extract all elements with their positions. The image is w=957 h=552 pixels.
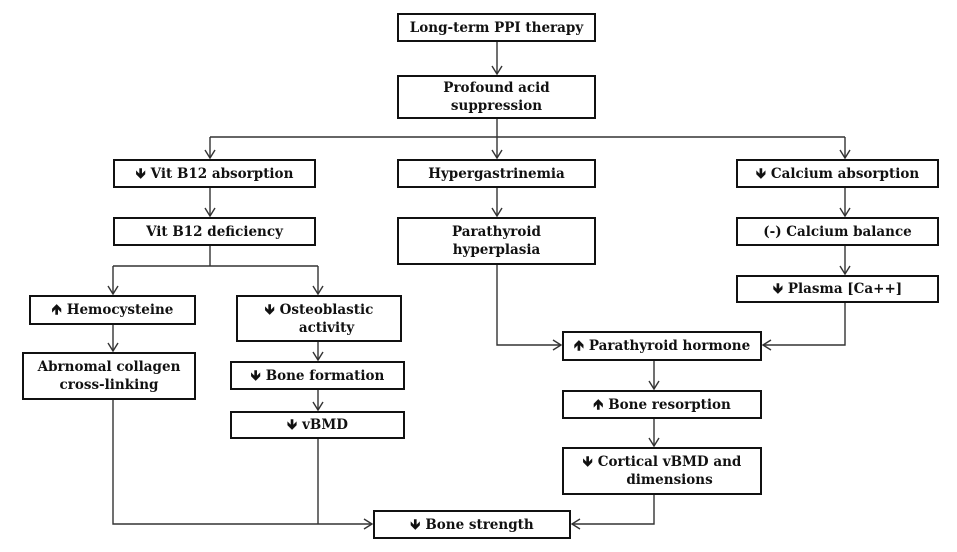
node-vit-b12-deficiency: Vit B12 deficiency xyxy=(113,217,316,246)
node-label: Bone resorption xyxy=(608,396,731,413)
node-label: Hemocysteine xyxy=(66,302,174,318)
node-label: Hypergastrinemia xyxy=(428,165,565,182)
node-hemocysteine: 🡹 Hemocysteine xyxy=(29,295,196,325)
arrow-down-icon: 🡻 xyxy=(264,302,275,318)
arrow-up-icon: 🡹 xyxy=(593,396,604,413)
arrow-down-icon: 🡻 xyxy=(250,367,261,384)
edge-collagen-strength xyxy=(112,399,374,530)
node-vit-b12-absorption: 🡻 Vit B12 absorption xyxy=(113,159,316,188)
edge-cortical-strength xyxy=(570,494,655,530)
node-label: Long-term PPI therapy xyxy=(409,19,584,36)
arrow-up-icon: 🡹 xyxy=(51,302,62,318)
node-label: Osteoblastic activity xyxy=(279,301,374,336)
node-label: Parathyroid hormone xyxy=(588,338,751,354)
node-parathyroid-hyperplasia: Parathyroid hyperplasia xyxy=(397,217,596,265)
node-cortical-vbmd-and-dimensions: 🡻 Cortical vBMD and dimensions xyxy=(562,447,762,495)
node-long-term-ppi-therapy: Long-term PPI therapy xyxy=(397,13,596,42)
node-label: vBMD xyxy=(302,417,348,433)
node-osteoblastic-activity: 🡻 Osteoblastic activity xyxy=(236,295,402,342)
node-abnormal-collagen-cross-linking: Abrnomal collagen cross-linking xyxy=(22,352,196,400)
arrow-down-icon: 🡻 xyxy=(410,516,421,533)
node-calcium-absorption: 🡻 Calcium absorption xyxy=(736,159,939,188)
node-bone-formation: 🡻 Bone formation xyxy=(230,361,405,390)
node-label: Vit B12 deficiency xyxy=(146,223,283,240)
node-parathyroid-hormone: 🡹 Parathyroid hormone xyxy=(562,331,762,361)
node-vbmd: 🡻 vBMD xyxy=(230,411,405,439)
arrow-up-icon: 🡹 xyxy=(573,338,584,354)
arrow-down-icon: 🡻 xyxy=(772,281,783,297)
node-label: Calcium absorption xyxy=(770,165,920,182)
node-bone-resorption: 🡹 Bone resorption xyxy=(562,390,762,419)
node-label: (-) Calcium balance xyxy=(763,223,912,240)
node-label: Cortical vBMD and dimensions xyxy=(597,454,742,488)
node-profound-acid-suppression: Profound acid suppression xyxy=(397,75,596,119)
node-bone-strength: 🡻 Bone strength xyxy=(373,510,571,539)
node-calcium-balance: (-) Calcium balance xyxy=(736,217,939,246)
edge-plasma-pth xyxy=(761,302,846,351)
edge-parahyp-pth xyxy=(496,264,563,351)
node-label: Plasma [Ca++] xyxy=(787,281,903,297)
arrow-down-icon: 🡻 xyxy=(582,454,593,470)
node-label: Parathyroid hyperplasia xyxy=(452,224,541,258)
node-label: Profound acid suppression xyxy=(443,80,550,114)
arrow-down-icon: 🡻 xyxy=(287,417,298,433)
arrow-down-icon: 🡻 xyxy=(755,165,766,182)
node-label: Vit B12 absorption xyxy=(150,165,294,182)
node-hypergastrinemia: Hypergastrinemia xyxy=(397,159,596,188)
node-label: Bone formation xyxy=(265,367,385,384)
node-label: Abrnomal collagen cross-linking xyxy=(37,359,181,393)
arrow-down-icon: 🡻 xyxy=(135,165,146,182)
node-label: Bone strength xyxy=(425,516,534,533)
node-plasma-calcium: 🡻 Plasma [Ca++] xyxy=(736,275,939,303)
